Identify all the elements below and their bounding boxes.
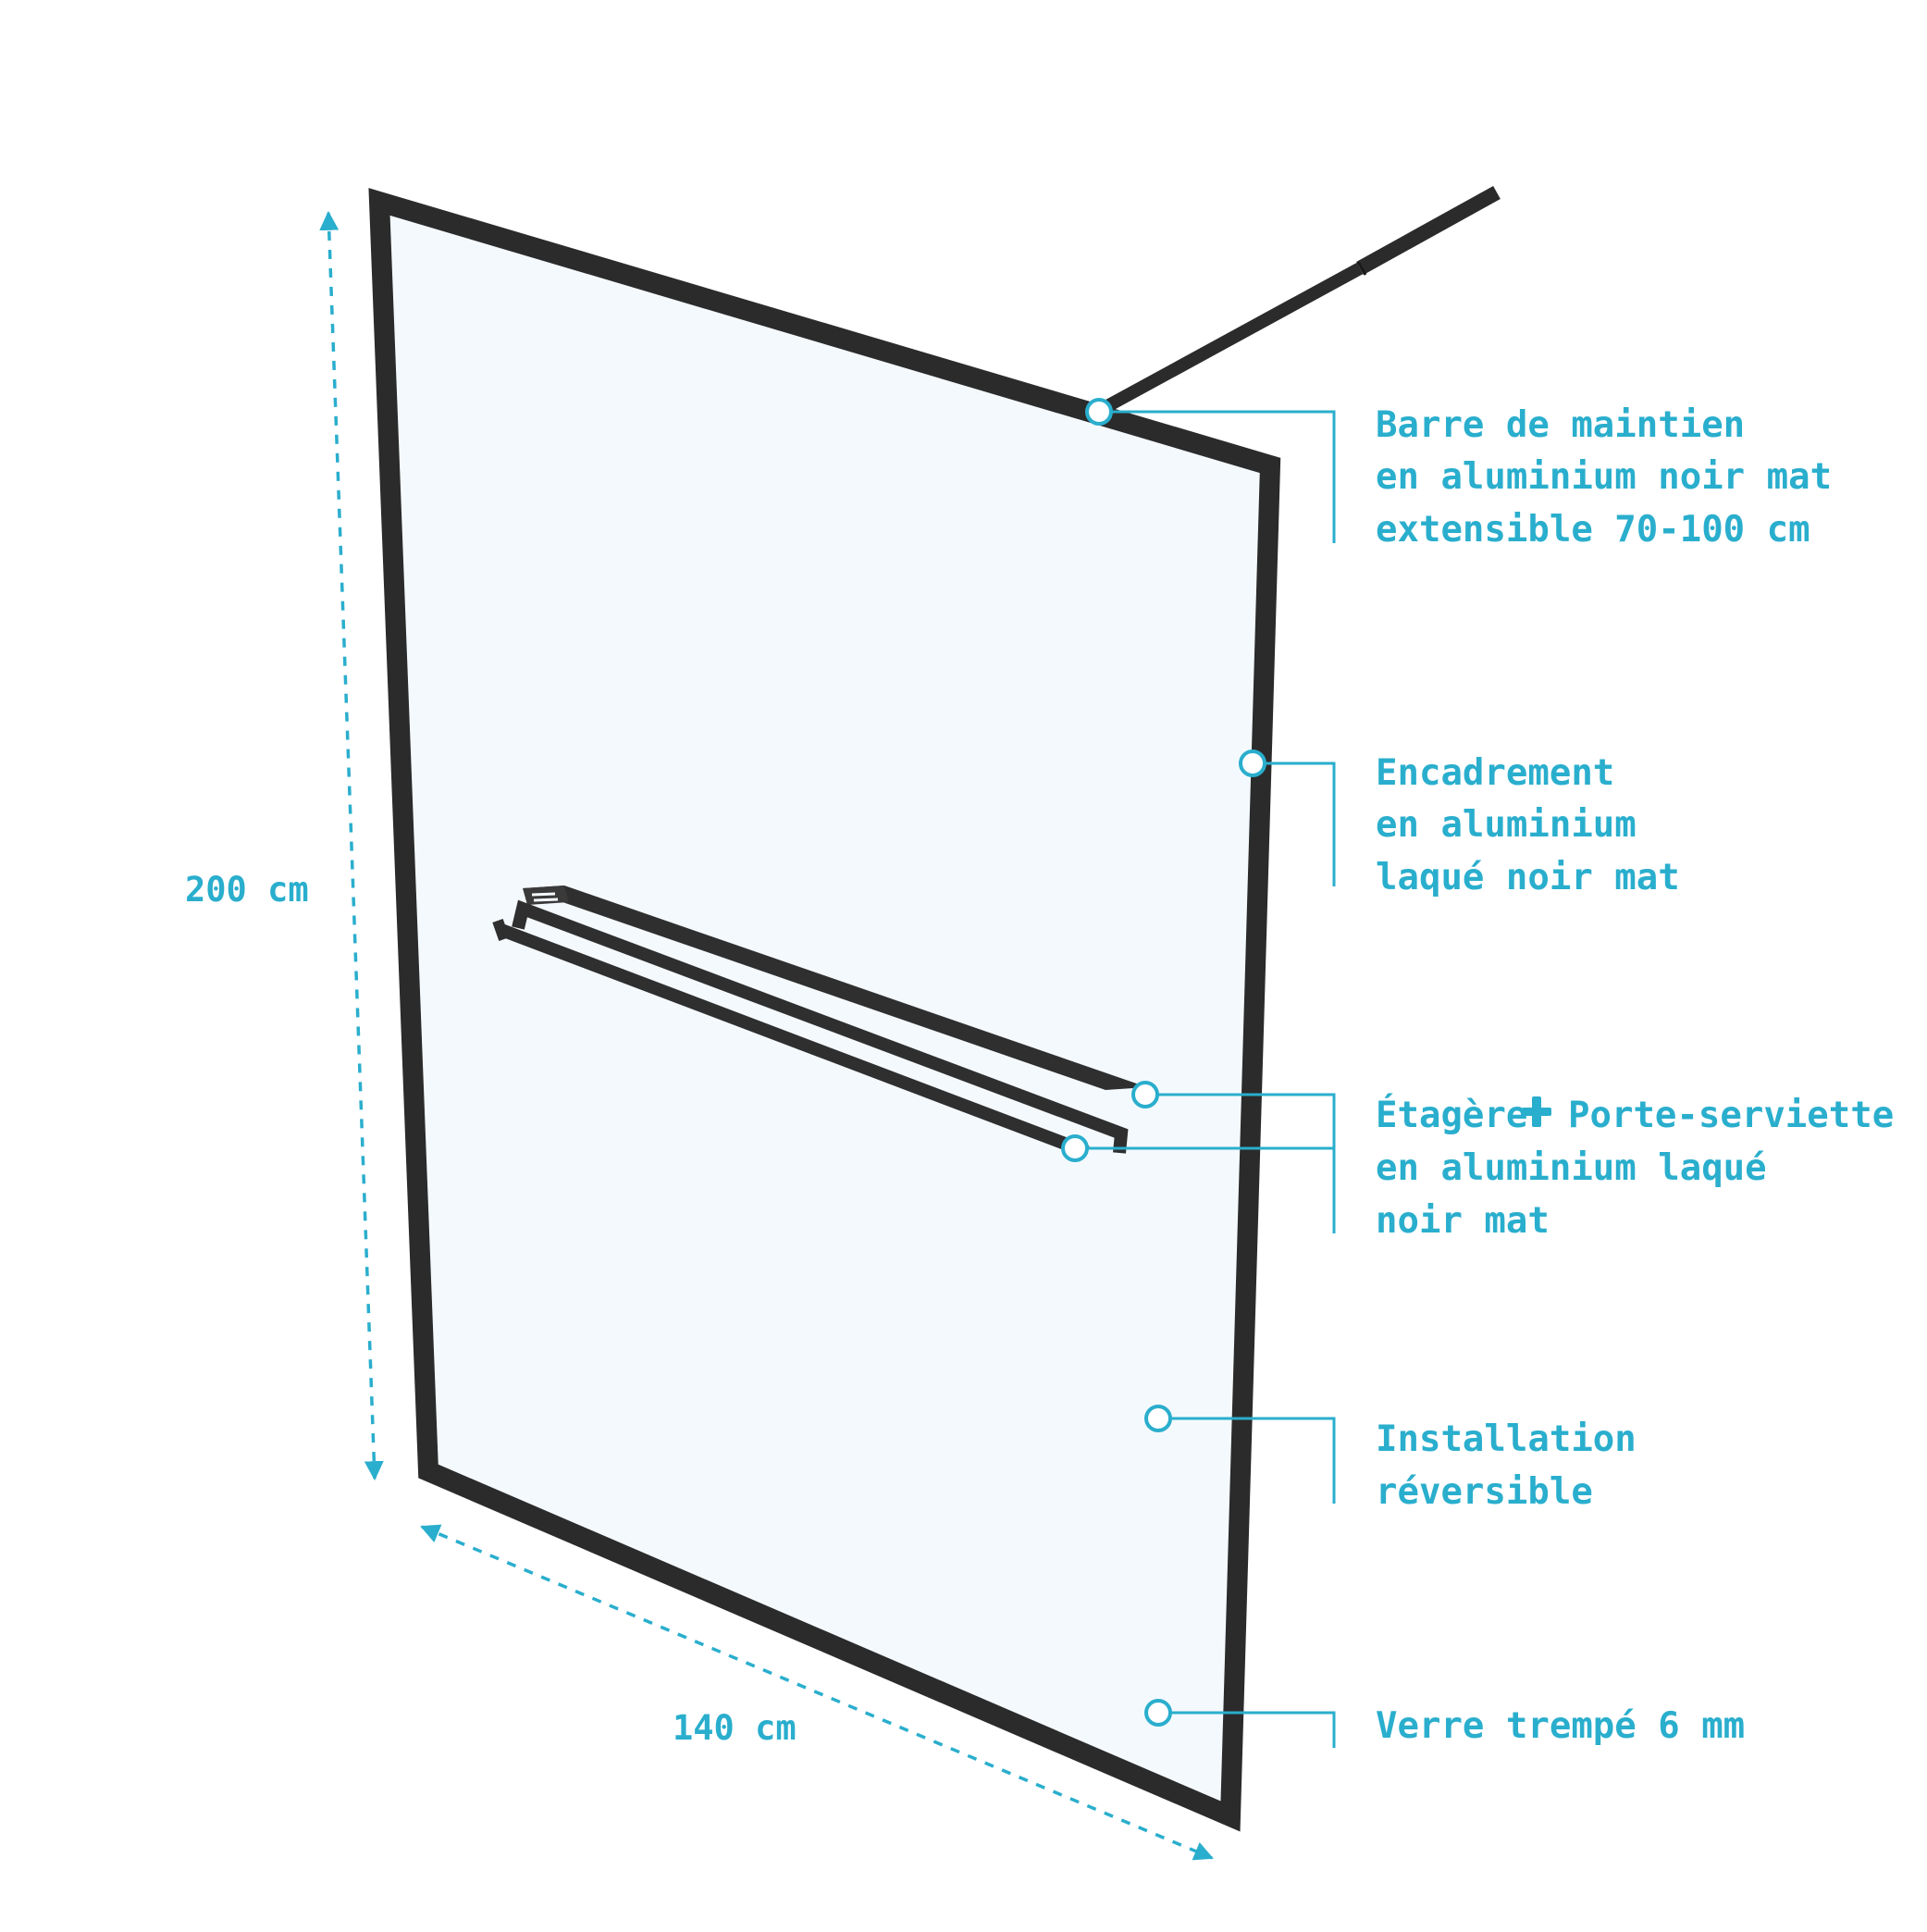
callout-install: Installation réversible: [1376, 1418, 1637, 1513]
leader-install: [1171, 1417, 1336, 1504]
callout-glass: Verre trempé 6 mm: [1376, 1705, 1745, 1747]
marker-shelf: [1131, 1081, 1159, 1108]
shelf: [523, 886, 1147, 1090]
leader-glass: [1171, 1711, 1336, 1748]
leader-support-bar: [1111, 410, 1336, 543]
width-label: 140 cm: [673, 1708, 797, 1748]
callout-line: en aluminium: [1376, 804, 1637, 846]
marker-support-bar: [1085, 398, 1113, 426]
height-label: 200 cm: [185, 870, 309, 910]
callout-line: réversible: [1376, 1471, 1593, 1513]
callout-line: noir mat: [1376, 1200, 1550, 1242]
shelf-towel-rail: [492, 886, 1147, 1158]
callout-line: en aluminium laqué: [1376, 1147, 1767, 1189]
callout-line: Verre trempé 6 mm: [1376, 1705, 1745, 1747]
callout-leaders: [1088, 410, 1336, 1748]
leader-shelf: [1158, 1093, 1336, 1233]
callout-line: Étagère: [1376, 1093, 1527, 1136]
callout-line: Barre de maintien: [1376, 404, 1745, 446]
width-dimension: [420, 1524, 1214, 1861]
callout-line: Porte-serviette: [1568, 1095, 1894, 1136]
marker-install: [1144, 1405, 1172, 1432]
callout-line: Installation: [1376, 1418, 1637, 1460]
plus-icon: [1522, 1096, 1551, 1127]
callout-frame: Encadrement en aluminium laqué noir mat: [1376, 752, 1680, 898]
leader-frame: [1265, 762, 1336, 886]
callout-line: laqué noir mat: [1376, 857, 1680, 898]
marker-frame: [1239, 749, 1266, 777]
callout-support-bar: Barre de maintien en aluminium noir mat …: [1376, 404, 1832, 551]
towel-rail: [512, 899, 1129, 1154]
glass-panel: [368, 188, 1281, 1832]
callout-line: Encadrement: [1376, 752, 1614, 794]
callout-line: en aluminium noir mat: [1376, 456, 1832, 498]
marker-rail: [1061, 1134, 1089, 1162]
callout-line: extensible 70-100 cm: [1376, 509, 1810, 551]
height-dimension: [319, 210, 384, 1481]
marker-glass: [1144, 1699, 1172, 1727]
callout-markers: [1061, 398, 1266, 1727]
support-bar: [1102, 186, 1501, 414]
callout-shelf: Étagère Porte-serviette en aluminium laq…: [1376, 1093, 1894, 1242]
